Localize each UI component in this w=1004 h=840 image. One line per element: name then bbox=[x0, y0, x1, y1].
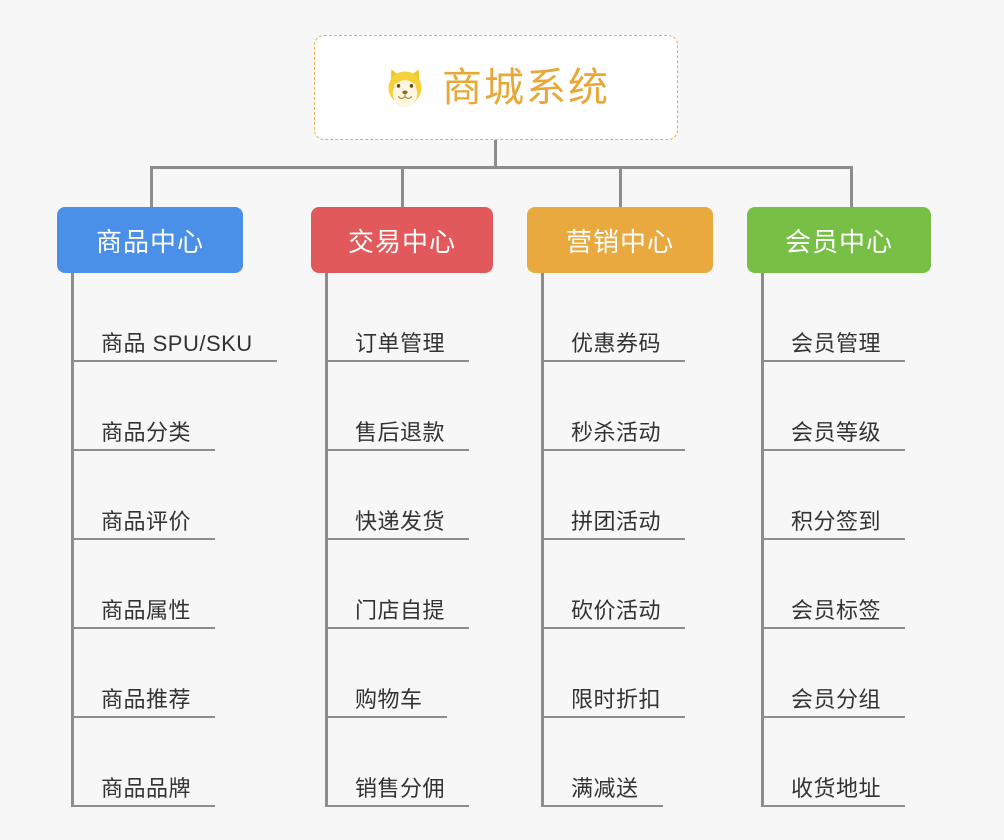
leaf-label: 购物车 bbox=[355, 686, 423, 712]
leaf-item[interactable]: 商品评价 bbox=[71, 451, 216, 540]
leaf-label: 会员标签 bbox=[791, 597, 882, 623]
category-box-0[interactable]: 商品中心 bbox=[57, 207, 243, 273]
leaf-item[interactable]: 商品分类 bbox=[71, 362, 216, 451]
leaf-label: 积分签到 bbox=[791, 508, 882, 534]
category-box-2[interactable]: 营销中心 bbox=[527, 207, 713, 273]
leaf-item[interactable]: 限时折扣 bbox=[541, 629, 686, 718]
leaf-item[interactable]: 售后退款 bbox=[325, 362, 470, 451]
category-label-3: 会员中心 bbox=[784, 226, 893, 257]
branch-spine-3 bbox=[761, 273, 764, 807]
leaf-label: 会员管理 bbox=[791, 330, 882, 356]
connector-drop-1 bbox=[401, 166, 404, 208]
leaf-label: 商品 SPU/SKU bbox=[101, 330, 253, 356]
category-box-3[interactable]: 会员中心 bbox=[747, 207, 931, 273]
leaf-label: 门店自提 bbox=[355, 597, 446, 623]
leaf-item[interactable]: 会员分组 bbox=[761, 629, 906, 718]
branch-0: 商品 SPU/SKU 商品分类商品评价商品属性商品推荐商品品牌 bbox=[71, 273, 331, 807]
branch-spine-0 bbox=[71, 273, 74, 807]
leaf-label: 会员等级 bbox=[791, 419, 882, 445]
root-title: 商城系统 bbox=[442, 65, 610, 110]
leaf-label: 砍价活动 bbox=[571, 597, 662, 623]
leaf-item[interactable]: 订单管理 bbox=[325, 273, 470, 362]
category-label-1: 交易中心 bbox=[347, 226, 456, 257]
connector-drop-2 bbox=[619, 166, 622, 208]
branch-spine-2 bbox=[541, 273, 544, 807]
leaf-label: 订单管理 bbox=[355, 330, 446, 356]
leaf-item[interactable]: 会员标签 bbox=[761, 540, 906, 629]
leaf-label: 销售分佣 bbox=[355, 775, 446, 801]
leaf-item[interactable]: 会员等级 bbox=[761, 362, 906, 451]
branch-3: 会员管理会员等级积分签到会员标签会员分组收货地址 bbox=[761, 273, 1004, 807]
branch-1: 订单管理售后退款快递发货门店自提购物车销售分佣 bbox=[325, 273, 585, 807]
leaf-item[interactable]: 商品品牌 bbox=[71, 718, 216, 807]
category-label-2: 营销中心 bbox=[565, 226, 674, 257]
dog-face-icon bbox=[382, 65, 428, 111]
leaf-item[interactable]: 商品推荐 bbox=[71, 629, 216, 718]
leaf-item[interactable]: 收货地址 bbox=[761, 718, 906, 807]
leaf-item[interactable]: 秒杀活动 bbox=[541, 362, 686, 451]
connector-horizontal-bar bbox=[150, 166, 853, 169]
leaf-label: 快递发货 bbox=[355, 508, 446, 534]
leaf-label: 秒杀活动 bbox=[571, 419, 662, 445]
leaf-label: 售后退款 bbox=[355, 419, 446, 445]
connector-drop-0 bbox=[150, 166, 153, 208]
category-label-0: 商品中心 bbox=[95, 226, 204, 257]
leaf-label: 商品属性 bbox=[101, 597, 192, 623]
branch-2: 优惠券码秒杀活动拼团活动砍价活动限时折扣满减送 bbox=[541, 273, 801, 807]
root-node[interactable]: 商城系统 bbox=[314, 35, 678, 140]
category-box-1[interactable]: 交易中心 bbox=[311, 207, 493, 273]
leaf-label: 商品品牌 bbox=[101, 775, 192, 801]
leaf-label: 商品推荐 bbox=[101, 686, 192, 712]
leaf-item[interactable]: 满减送 bbox=[541, 718, 663, 807]
leaf-item[interactable]: 快递发货 bbox=[325, 451, 470, 540]
leaf-item[interactable]: 积分签到 bbox=[761, 451, 906, 540]
leaf-label: 拼团活动 bbox=[571, 508, 662, 534]
connector-root-stem bbox=[494, 140, 497, 168]
leaf-label: 限时折扣 bbox=[571, 686, 662, 712]
leaf-label: 收货地址 bbox=[791, 775, 882, 801]
branch-spine-1 bbox=[325, 273, 328, 807]
leaf-label: 满减送 bbox=[571, 775, 639, 801]
leaf-item[interactable]: 商品属性 bbox=[71, 540, 216, 629]
leaf-item[interactable]: 砍价活动 bbox=[541, 540, 686, 629]
leaf-item[interactable]: 销售分佣 bbox=[325, 718, 470, 807]
leaf-item[interactable]: 购物车 bbox=[325, 629, 447, 718]
leaf-item[interactable]: 会员管理 bbox=[761, 273, 906, 362]
connector-drop-3 bbox=[850, 166, 853, 208]
leaf-label: 会员分组 bbox=[791, 686, 882, 712]
leaf-item[interactable]: 拼团活动 bbox=[541, 451, 686, 540]
leaf-item[interactable]: 优惠券码 bbox=[541, 273, 686, 362]
leaf-label: 商品评价 bbox=[101, 508, 192, 534]
leaf-item[interactable]: 商品 SPU/SKU bbox=[71, 273, 277, 362]
leaf-item[interactable]: 门店自提 bbox=[325, 540, 470, 629]
leaf-label: 优惠券码 bbox=[571, 330, 662, 356]
leaf-label: 商品分类 bbox=[101, 419, 192, 445]
